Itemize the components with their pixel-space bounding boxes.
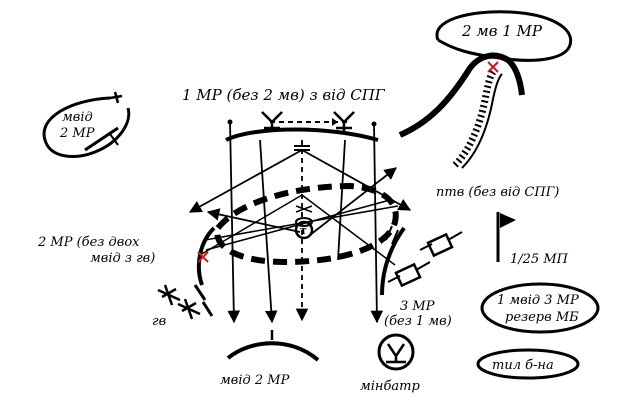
ellipse-mvid-2mr-left: мвід 2 МР — [42, 91, 131, 158]
defense-area-dashed — [214, 182, 399, 266]
label-2mv-1mr: 2 мв 1 МР — [461, 22, 543, 40]
label-bez-1mv: (без 1 мв) — [384, 314, 452, 329]
mortar-battery: мінбатр — [360, 333, 421, 394]
gv-symbols: гв — [152, 284, 214, 329]
label-2mr-left: 2 МР — [59, 126, 95, 141]
unit-1mr-position — [225, 111, 379, 142]
sector-boundaries — [227, 121, 384, 324]
front-line-top-right — [398, 52, 525, 169]
unit-3mr-right: птв (без від СПГ) 3 МР (без 1 мв) — [380, 185, 559, 329]
rear-battalion: тил б-на — [476, 348, 580, 380]
label-ptv: птв (без від СПГ) — [436, 185, 559, 200]
unit-2mr-left: 2 МР (без двох мвід з гв) — [37, 226, 216, 286]
command-post-flag: 1/25 МП — [496, 212, 569, 267]
label-mvid-z-gv: мвід з гв) — [90, 251, 155, 266]
label-gv: гв — [152, 314, 166, 329]
label-3mr: 3 МР — [400, 299, 435, 314]
label-tyl-bna: тил б-на — [492, 358, 554, 373]
center-symbol-letter: т — [300, 224, 307, 237]
label-1-25-mp: 1/25 МП — [510, 252, 569, 267]
label-1mr-title: 1 МР (без 2 мв) з від СПГ — [182, 86, 386, 104]
label-rezerv-mb: резерв МБ — [505, 310, 579, 325]
ellipse-2mv-1mr: 2 мв 1 МР — [435, 10, 573, 62]
label-mvid-2mr-bottom: мвід 2 МР — [220, 373, 290, 388]
label-1mvid-3mr: 1 мвід 3 МР — [497, 293, 579, 308]
center-command-symbol: т — [294, 205, 314, 240]
label-mvid-left: мвід — [62, 110, 93, 125]
reserve-mb: 1 мвід 3 МР резерв МБ — [480, 282, 600, 334]
label-2mr-bez-dvokh: 2 МР (без двох — [37, 235, 140, 250]
unit-mvid-2mr-bottom: мвід 2 МР — [220, 330, 320, 388]
label-minbatr: мінбатр — [360, 379, 421, 394]
